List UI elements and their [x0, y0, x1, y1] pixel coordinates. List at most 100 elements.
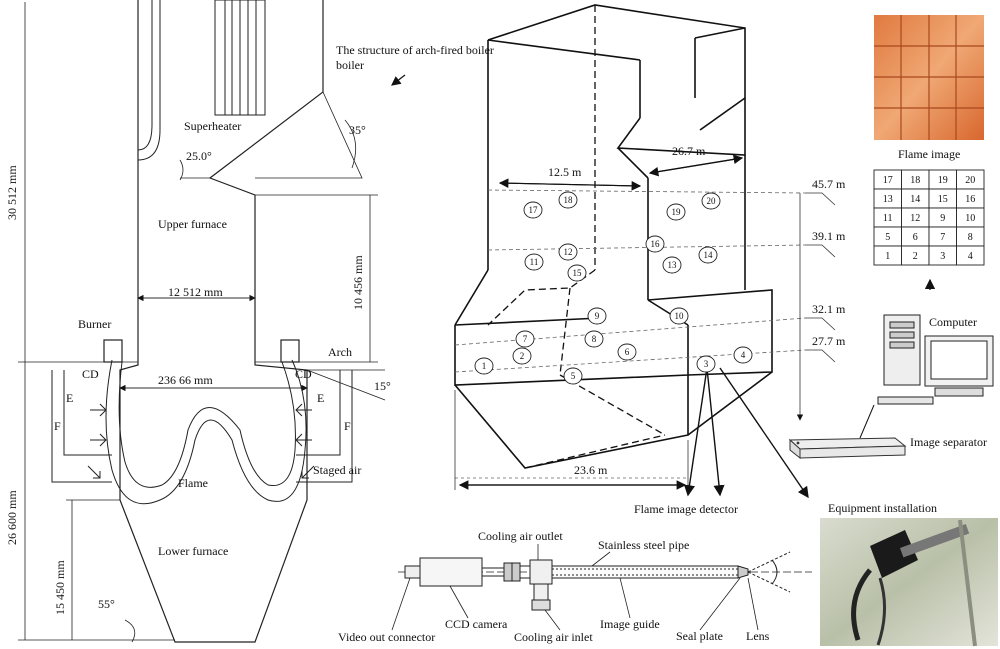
- title-arrow: [391, 74, 406, 86]
- detector-point-2: [512, 347, 532, 365]
- flame-grid-label: 6: [913, 232, 918, 243]
- detector-point-label: 5: [571, 371, 576, 381]
- detector-point-label: 18: [564, 195, 574, 205]
- level-lines: [454, 189, 806, 479]
- furnace-3d-hidden: [487, 5, 666, 469]
- flame-image-detector-label: Flame image detector: [634, 502, 738, 516]
- lens-label: Lens: [746, 629, 770, 643]
- detector-point-label: 16: [651, 239, 661, 249]
- detector-arrows: [683, 367, 809, 499]
- flame-grid-label: 1: [885, 251, 890, 262]
- flame-grid-label: 20: [965, 175, 975, 186]
- computer-icon: [877, 314, 994, 405]
- flame-curve-outer: [105, 359, 307, 505]
- detector-point-10: [669, 307, 689, 325]
- detector-point-18: [558, 191, 578, 209]
- detector-point-7: [515, 330, 535, 348]
- burner-left: [103, 339, 123, 363]
- width-12-5-label: 12.5 m: [548, 165, 582, 179]
- detector-point-15: [567, 264, 587, 282]
- width-lower-label: 236 66 mm: [158, 373, 213, 387]
- image-separator-label: Image separator: [910, 435, 987, 449]
- detector-point-13: [662, 256, 682, 274]
- e-left-label: E: [66, 391, 73, 405]
- level-32-1-label: 32.1 m: [812, 302, 846, 316]
- e-right-label: E: [317, 391, 324, 405]
- flame-grid-label: 9: [940, 213, 945, 224]
- depth-26-7-label: 26.7 m: [672, 144, 706, 158]
- detector-point-label: 4: [741, 350, 746, 360]
- ccd-camera-label: CCD camera: [445, 617, 508, 631]
- detector-point-label: 6: [625, 347, 630, 357]
- computer-link: [859, 404, 875, 439]
- flame-label: Flame: [178, 476, 208, 490]
- flame-grid-label: 2: [913, 251, 918, 262]
- height-bottom-label: 26 600 mm: [5, 490, 19, 545]
- flame-grid-label: 8: [968, 232, 973, 243]
- detector-point-9: [587, 307, 607, 325]
- f-right-label: F: [344, 419, 351, 433]
- detector-point-label: 12: [564, 247, 573, 257]
- flame-grid-label: 5: [885, 232, 890, 243]
- flame-grid-label: 11: [883, 213, 893, 224]
- angle-15-label: 15°: [374, 379, 391, 393]
- height-top-label: 30 512 mm: [5, 165, 19, 220]
- air-arrows: [87, 403, 315, 479]
- detector-point-4: [733, 346, 753, 364]
- f-left-label: F: [54, 419, 61, 433]
- detector-point-label: 1: [482, 361, 487, 371]
- flame-grid-label: 19: [938, 175, 948, 186]
- detector-point-label: 3: [704, 359, 709, 369]
- detector-point-12: [558, 243, 578, 261]
- detector-point-3: [696, 355, 716, 373]
- detector-point-label: 11: [530, 257, 539, 267]
- level-45-7-label: 45.7 m: [812, 177, 846, 191]
- installation-photo: [820, 518, 998, 647]
- furnace-3d-labels: 12.5 m 26.7 m 23.6 m 45.7 m 39.1 m 32.1 …: [548, 144, 846, 516]
- computer-label: Computer: [929, 315, 977, 329]
- flame-grid-label: 18: [910, 175, 920, 186]
- detector-point-6: [617, 343, 637, 361]
- detector-point-label: 13: [668, 260, 678, 270]
- flame-grid-label: 15: [938, 194, 948, 205]
- detector-point-label: 8: [592, 334, 597, 344]
- flame-grid-label: 4: [968, 251, 973, 262]
- burner-right: [280, 339, 300, 363]
- detector-point-5: [563, 367, 583, 385]
- burner-label: Burner: [78, 317, 111, 331]
- stainless-steel-pipe-label: Stainless steel pipe: [598, 538, 689, 552]
- detector-point-label: 7: [523, 334, 528, 344]
- upper-furnace-label: Upper furnace: [158, 217, 227, 231]
- level-27-7-label: 27.7 m: [812, 334, 846, 348]
- level-ticks: [454, 192, 836, 490]
- boiler-title-line2: boiler: [336, 58, 364, 72]
- detector-point-1: [474, 357, 494, 375]
- probe-diagram: [398, 551, 812, 611]
- furnace-3d: [454, 4, 773, 469]
- detector-point-17: [523, 201, 543, 219]
- flame-grid-label: 10: [965, 213, 975, 224]
- seal-plate-label: Seal plate: [676, 629, 723, 643]
- video-out-connector-label: Video out connector: [338, 630, 435, 644]
- flame-grid-label: 16: [965, 194, 975, 205]
- flame-grid-label: 14: [910, 194, 920, 205]
- superheater-label: Superheater: [184, 119, 241, 133]
- flame-curve-inner: [118, 361, 296, 488]
- staged-air-label: Staged air: [313, 463, 361, 477]
- cd-right-label: CD: [295, 367, 312, 381]
- level-39-1-label: 39.1 m: [812, 229, 846, 243]
- lower-furnace-label: Lower furnace: [158, 544, 228, 558]
- detector-point-19: [666, 203, 686, 221]
- probe-labels: Cooling air outlet Stainless steel pipe …: [338, 529, 770, 644]
- detector-point-label: 20: [707, 196, 717, 206]
- detector-point-8: [584, 330, 604, 348]
- image-separator-icon: [788, 437, 907, 460]
- detector-point-14: [698, 246, 718, 264]
- flame-grid-label: 17: [883, 175, 893, 186]
- flame-grid-cell: [956, 245, 985, 266]
- detector-point-label: 19: [672, 207, 682, 217]
